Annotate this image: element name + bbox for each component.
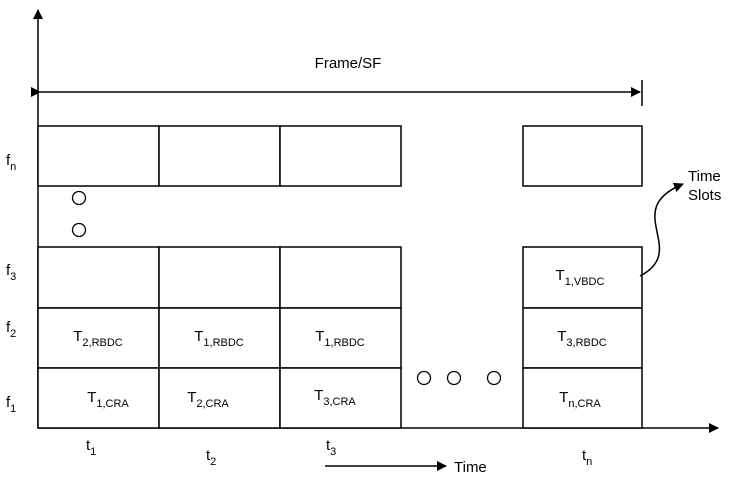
cell-fn-tn	[522, 125, 643, 187]
cell-fn-t3	[279, 125, 402, 187]
time-label: Time	[454, 459, 487, 476]
cell-label-f1-tn: Tn,CRA	[559, 389, 601, 410]
time-label-t1: t1	[86, 437, 96, 458]
time-label-t3: t3	[326, 437, 336, 458]
ellipsis-dot-horizontal-2	[446, 370, 462, 386]
ellipsis-dot-vertical-1	[71, 190, 87, 206]
cell-label-f1-t1: T1,CRA	[87, 389, 129, 410]
cell-label-f2-t3: T1,RBDC	[315, 328, 365, 349]
time-slots-label-line1: Time	[688, 168, 721, 185]
ellipsis-dot-horizontal-3	[486, 370, 502, 386]
cell-f3-t3	[279, 246, 402, 309]
cell-label-f3-tn: T1,VBDC	[556, 267, 605, 288]
freq-label-fn: fn	[6, 152, 16, 173]
cell-f1-t1	[37, 367, 160, 429]
cell-f2-t3	[279, 307, 402, 369]
cell-f3-tn	[522, 246, 643, 309]
freq-label-f1: f1	[6, 394, 16, 415]
time-label-t2: t2	[206, 447, 216, 468]
freq-label-f3: f3	[6, 262, 16, 283]
ellipsis-dot-vertical-2	[71, 222, 87, 238]
cell-label-f1-t3: T3,CRA	[314, 387, 356, 408]
frame-label: Frame/SF	[315, 55, 382, 72]
cell-f1-tn	[522, 367, 643, 429]
cell-label-f1-t2: T2,CRA	[187, 389, 229, 410]
cell-label-f2-tn: T3,RBDC	[557, 328, 607, 349]
cell-fn-t1	[37, 125, 160, 187]
cell-label-f2-t1: T2,RBDC	[73, 328, 123, 349]
cell-fn-t2	[158, 125, 281, 187]
time-label-tn: tn	[582, 447, 592, 468]
freq-label-f2: f2	[6, 319, 16, 340]
cell-f1-t3	[279, 367, 402, 429]
time-slots-pointer	[639, 182, 684, 277]
cell-f3-t2	[158, 246, 281, 309]
ellipsis-dot-horizontal-1	[416, 370, 432, 386]
time-slots-label-line2: Slots	[688, 187, 721, 204]
cell-label-f2-t2: T1,RBDC	[194, 328, 244, 349]
cell-f3-t1	[37, 246, 160, 309]
cell-f2-tn	[522, 307, 643, 369]
cell-f2-t2	[158, 307, 281, 369]
